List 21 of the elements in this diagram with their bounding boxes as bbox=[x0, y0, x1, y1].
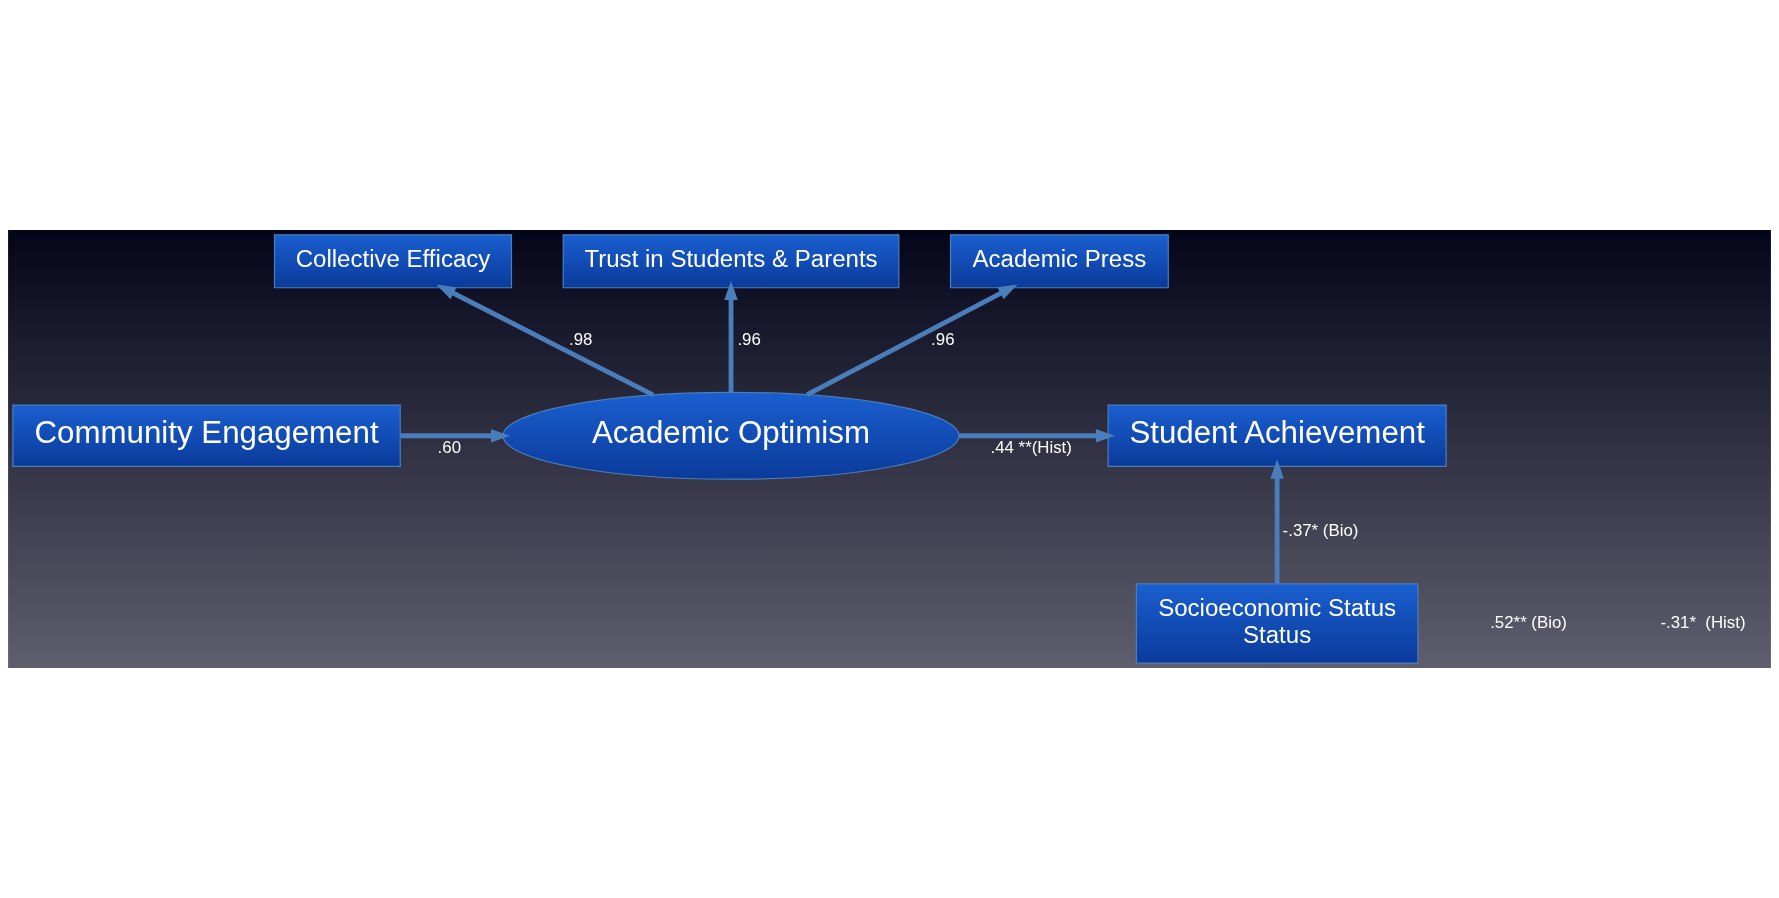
node-box: Collective Efficacy bbox=[273, 234, 513, 289]
node-box: Community Engagement bbox=[12, 404, 401, 468]
edge-label: .98 bbox=[569, 329, 593, 349]
arrow bbox=[400, 429, 511, 443]
node-ellipse: Academic Optimism bbox=[502, 391, 960, 480]
arrow bbox=[959, 429, 1116, 443]
edge-label: -.37* (Bio) bbox=[1282, 520, 1359, 540]
arrow bbox=[1270, 459, 1284, 584]
node-box: Student Achievement bbox=[1107, 404, 1447, 468]
edge-label: .96 bbox=[931, 329, 955, 349]
node-box: Academic Press bbox=[949, 234, 1169, 289]
arrow bbox=[436, 284, 655, 397]
edge-label: .44 **(Hist) bbox=[990, 437, 1072, 457]
edge-label: .60 bbox=[437, 437, 462, 457]
edge-label: .96 bbox=[737, 329, 761, 349]
node-box: Trust in Students & Parents bbox=[562, 234, 900, 289]
arrow bbox=[806, 284, 1018, 397]
label: -.31* (Hist) bbox=[1660, 612, 1746, 632]
label: .52** (Bio) bbox=[1490, 612, 1567, 632]
arrow bbox=[724, 280, 738, 392]
node-box: Socioeconomic Status Status bbox=[1135, 583, 1419, 664]
